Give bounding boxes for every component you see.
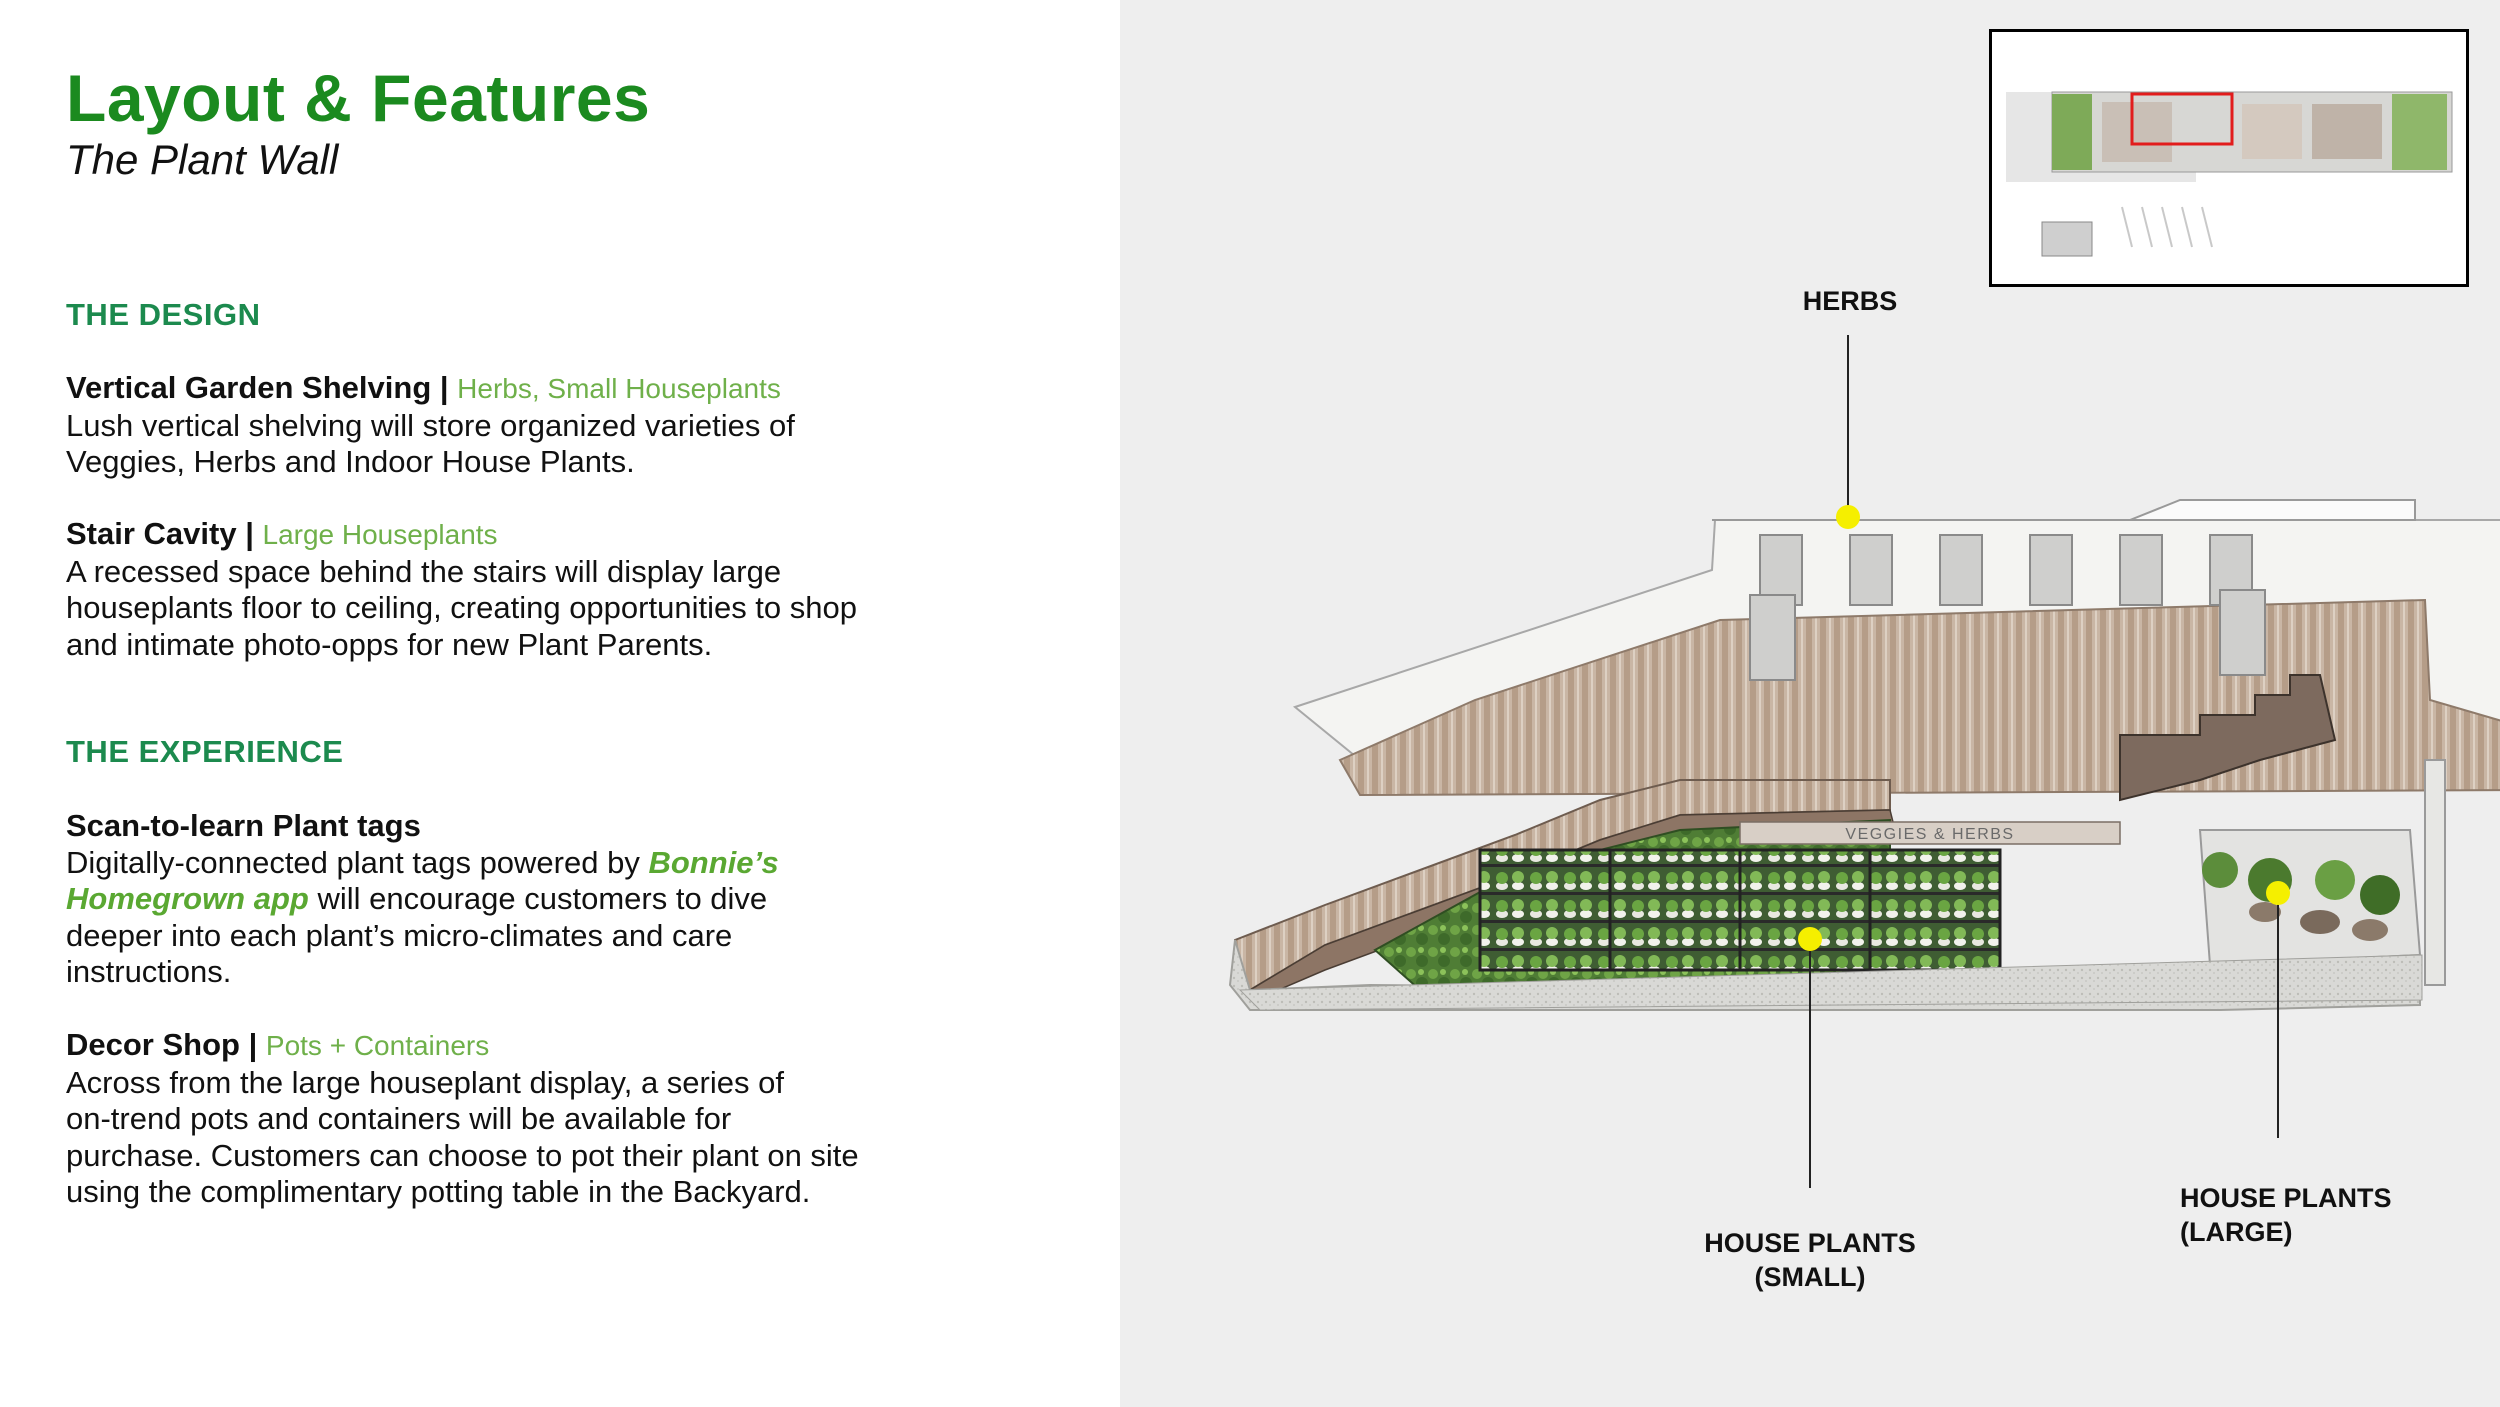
highlight-box <box>2130 92 2234 146</box>
feature-text-line: deeper into each plant’s micro-climates … <box>66 917 733 953</box>
label-herbs: HERBS <box>1802 286 1898 316</box>
feature-vertical-garden-shelving: Vertical Garden Shelving | Herbs, Small … <box>66 370 1066 481</box>
callout-lines <box>1809 335 2279 1188</box>
label-house-plants-small: HOUSE PLANTS (SMALL) <box>1680 1226 1940 1294</box>
label-house-plants-large: HOUSE PLANTS (LARGE) <box>2180 1181 2440 1249</box>
feature-title: Stair Cavity | <box>66 516 254 551</box>
app-name: Homegrown app <box>66 881 309 916</box>
feature-scan-to-learn: Scan-to-learn Plant tags Digitally-conne… <box>66 808 1066 991</box>
herb-planters <box>1749 534 2266 681</box>
feature-text: will encourage customers to dive <box>308 881 768 916</box>
label-line: HOUSE PLANTS <box>2180 1183 2392 1213</box>
feature-title: Vertical Garden Shelving | <box>66 370 449 405</box>
feature-stair-cavity: Stair Cavity | Large Houseplants A reces… <box>66 516 1066 663</box>
small-staircase <box>2119 674 2337 802</box>
section-heading-design: THE DESIGN <box>66 297 261 332</box>
text-panel: Layout & Features The Plant Wall THE DES… <box>0 0 1120 1407</box>
feature-text-line: on-trend pots and containers will be ava… <box>66 1101 732 1136</box>
app-name: Bonnie’s <box>648 844 779 880</box>
site-plan-map <box>1992 32 2466 284</box>
plant-wall-diagram: VEGGIES & HERBS <box>1228 335 2500 1188</box>
callout-markers <box>1798 505 2290 951</box>
large-houseplants <box>2202 852 2400 941</box>
feature-tag: Pots + Containers <box>265 1030 490 1061</box>
feature-text-line: Veggies, Herbs and Indoor House Plants. <box>66 444 635 479</box>
diagram-panel: VEGGIES & HERBS <box>1120 0 2500 1407</box>
feature-title: Decor Shop | <box>66 1027 258 1062</box>
feature-text: Digitally-connected plant tags powered b… <box>66 844 649 880</box>
feature-text-line: instructions. <box>66 954 232 989</box>
feature-title: Scan-to-learn Plant tags <box>66 808 421 843</box>
page-title: Layout & Features <box>66 61 651 135</box>
feature-tag: Herbs, Small Houseplants <box>457 373 781 404</box>
feature-text-line: A recessed space behind the stairs will … <box>66 553 782 589</box>
marker-house-plants-large <box>2266 881 2290 905</box>
feature-text-line: and intimate photo-opps for new Plant Pa… <box>66 626 713 662</box>
section-heading-experience: THE EXPERIENCE <box>66 734 344 769</box>
feature-tag: Large Houseplants <box>262 519 498 550</box>
label-line: (LARGE) <box>2180 1217 2293 1247</box>
marker-house-plants-small <box>1798 927 1822 951</box>
feature-text-line: houseplants floor to ceiling, creating o… <box>66 590 857 625</box>
label-line: (SMALL) <box>1754 1262 1866 1292</box>
feature-text-line: using the complimentary potting table in… <box>66 1174 811 1209</box>
feature-text-line: Across from the large houseplant display… <box>66 1064 784 1100</box>
label-line: HOUSE PLANTS <box>1704 1228 1916 1258</box>
veggies-herbs-sign <box>1739 821 2121 845</box>
site-plan-inset <box>1989 29 2469 287</box>
marker-herbs <box>1836 505 1860 529</box>
feature-text-line: Lush vertical shelving will store organi… <box>66 407 795 443</box>
sign-text: VEGGIES & HERBS <box>1845 826 2014 843</box>
page-subtitle: The Plant Wall <box>66 136 339 183</box>
feature-decor-shop: Decor Shop | Pots + Containers Across fr… <box>66 1027 1066 1211</box>
feature-text-line: purchase. Customers can choose to pot th… <box>66 1137 859 1173</box>
